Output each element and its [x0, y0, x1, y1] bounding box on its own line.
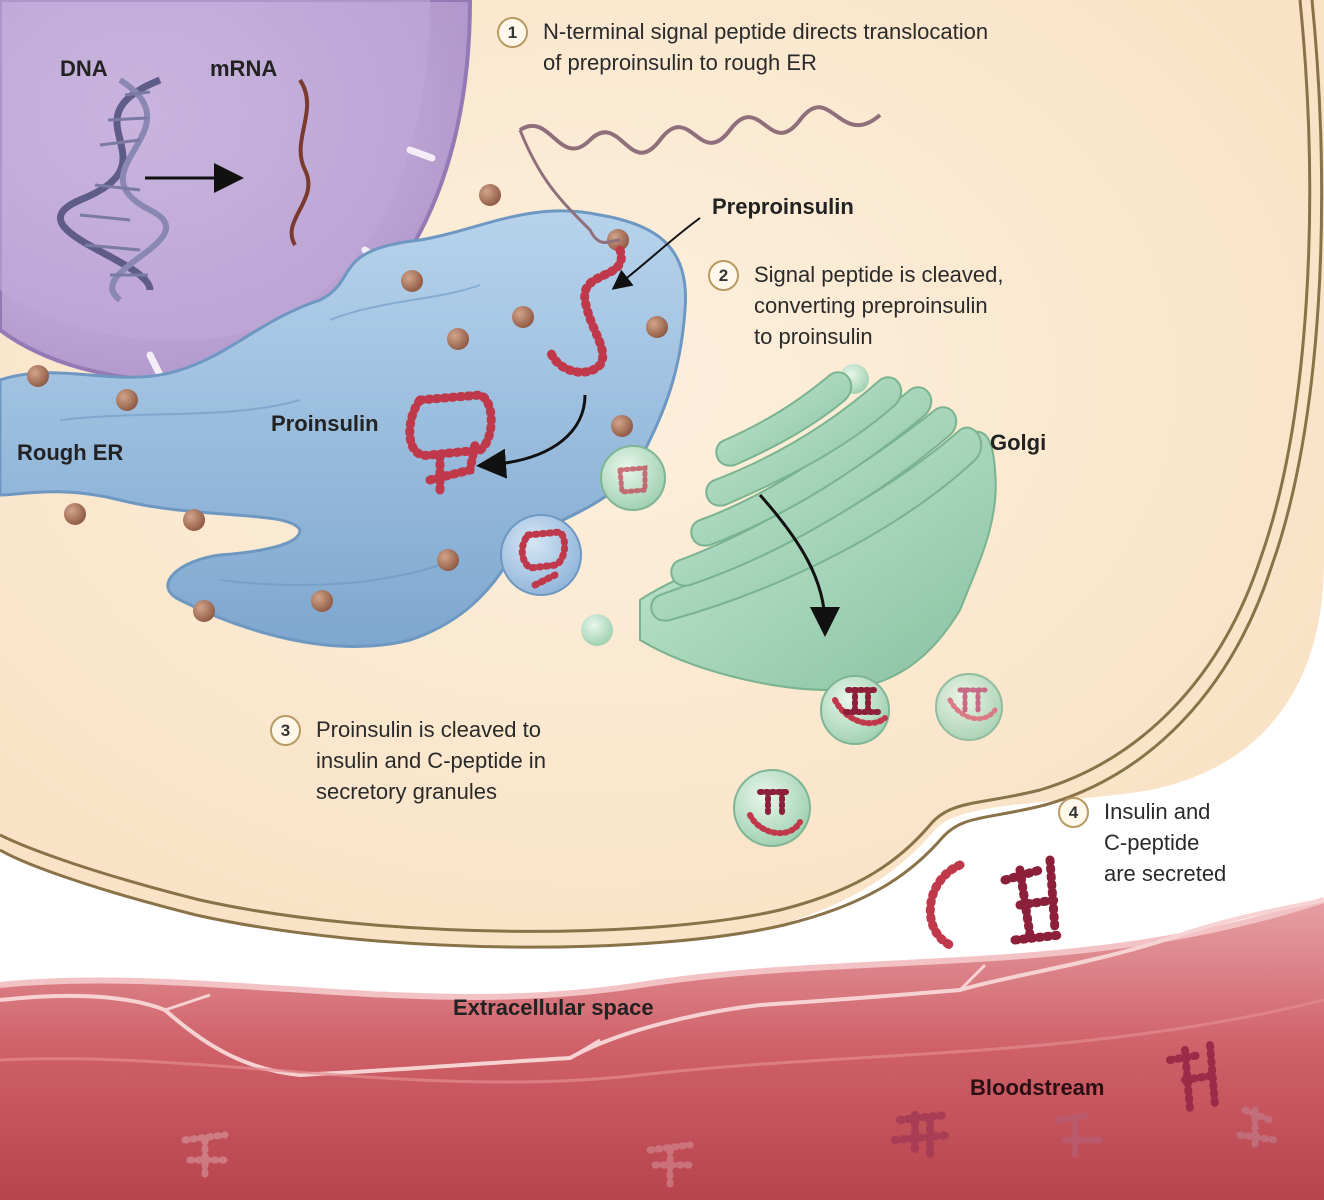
- nascent-peptide: [545, 245, 626, 377]
- step-4: 4 Insulin and C-peptide are secreted: [1058, 796, 1226, 889]
- step-2-line-2: converting preproinsulin: [754, 293, 988, 318]
- secretory-granules: [733, 673, 1003, 847]
- step-4-line-1: Insulin and: [1104, 799, 1211, 824]
- mrna-strand: [289, 78, 311, 247]
- blood-insulin-molecules: [181, 1041, 1279, 1189]
- step-2: 2 Signal peptide is cleaved, converting …: [708, 259, 1004, 352]
- preproinsulin-arrow: [611, 217, 701, 290]
- golgi-apparatus: [639, 371, 997, 692]
- golgi-transit-arrow: [758, 494, 840, 637]
- step-4-line-2: C-peptide: [1104, 830, 1200, 855]
- secreted-molecules: [925, 855, 1065, 950]
- step-3: 3 Proinsulin is cleaved to insulin and C…: [270, 714, 546, 807]
- step-1: 1 N-terminal signal peptide directs tran…: [497, 16, 988, 78]
- ribosomes: [27, 184, 668, 622]
- step-1-number: 1: [497, 17, 528, 48]
- step-1-line-2: of preproinsulin to rough ER: [543, 50, 817, 75]
- step-3-number: 3: [270, 715, 301, 746]
- step-3-line-2: insulin and C-peptide in: [316, 748, 546, 773]
- step-4-line-3: are secreted: [1104, 861, 1227, 886]
- extracellular-space-label: Extracellular space: [453, 995, 654, 1020]
- rough-er-label: Rough ER: [17, 440, 124, 465]
- dna-helix: [57, 76, 170, 303]
- proinsulin-arrow: [476, 394, 587, 479]
- blood-vessel: [0, 897, 1324, 1200]
- dna-label: DNA: [60, 56, 108, 81]
- step-4-number: 4: [1058, 797, 1089, 828]
- step-2-line-3: to proinsulin: [754, 324, 873, 349]
- preproinsulin-label: Preproinsulin: [712, 194, 854, 219]
- transport-vesicles: [500, 364, 869, 646]
- bloodstream-label: Bloodstream: [970, 1075, 1105, 1100]
- proinsulin-label: Proinsulin: [271, 411, 379, 436]
- golgi-label: Golgi: [990, 430, 1047, 455]
- proinsulin-chain: [405, 390, 496, 495]
- preproinsulin-mrna: [518, 105, 882, 155]
- step-2-number: 2: [708, 260, 739, 291]
- step-3-line-3: secretory granules: [316, 779, 497, 804]
- step-3-line-1: Proinsulin is cleaved to: [316, 717, 542, 742]
- step-2-line-1: Signal peptide is cleaved,: [754, 262, 1004, 287]
- mrna-label: mRNA: [210, 56, 278, 81]
- step-1-line-1: N-terminal signal peptide directs transl…: [543, 19, 989, 44]
